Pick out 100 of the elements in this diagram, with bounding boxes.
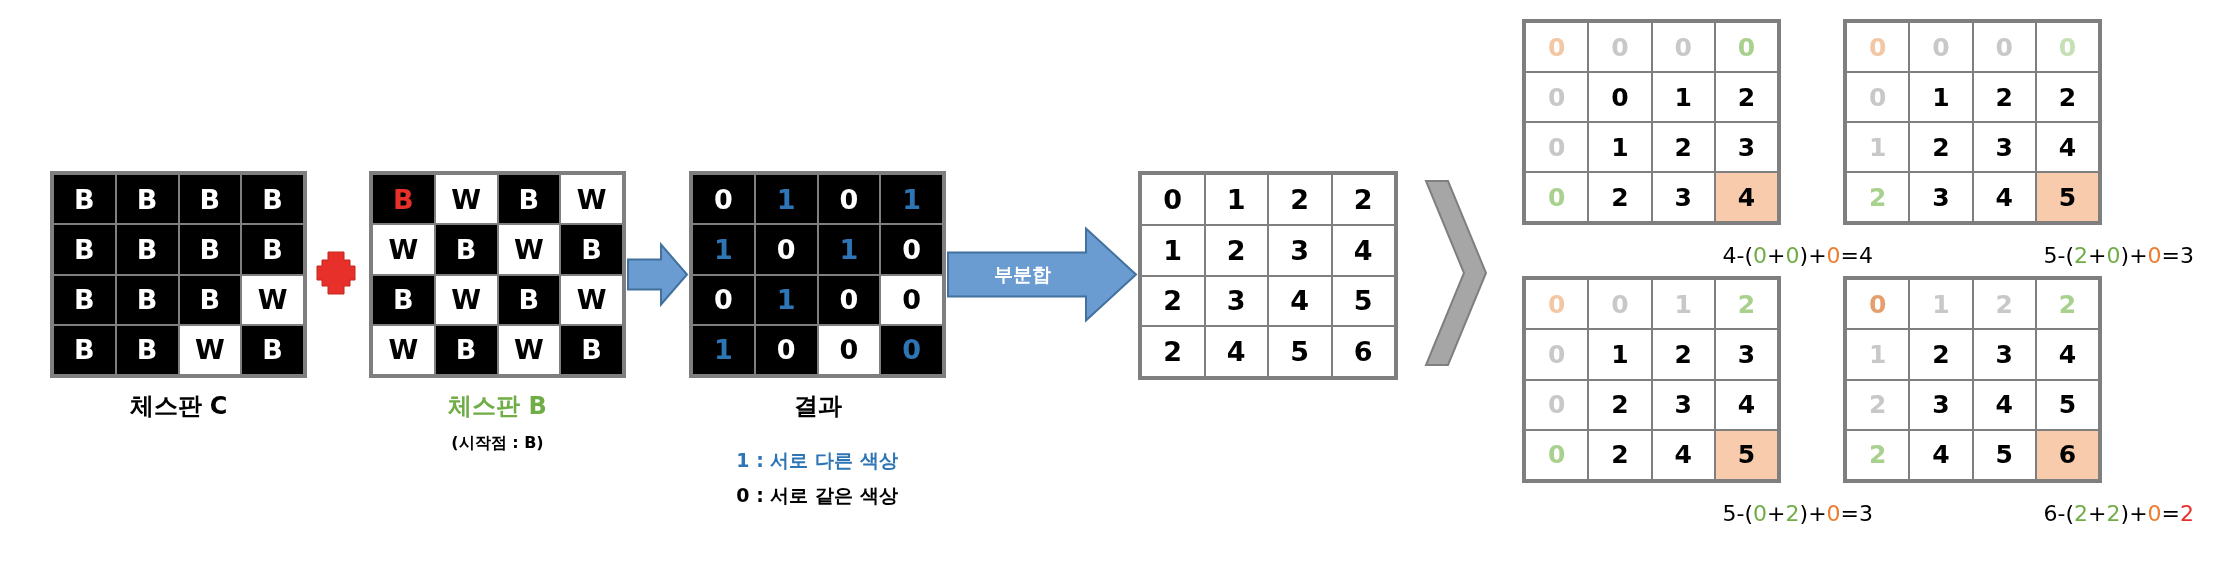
grid-cell: 2 [1142,276,1204,326]
grid-cell: 3 [1205,276,1267,326]
grid-cell: 0 [2036,23,2098,71]
grid-cell: 1 [755,175,817,224]
grid-table [369,171,626,378]
grid-cell: 2 [1847,430,1909,479]
grid-cell: B [116,175,178,224]
grid-cell: B [561,225,622,274]
grid-cell: 2 [2036,73,2098,121]
grid-cell: 6 [1332,327,1394,376]
grid-cell: 1 [881,175,942,224]
grid-cell: W [498,325,560,374]
grid-cell: 0 [1142,175,1204,224]
grid-cell: 4 [1332,225,1394,275]
block-arrow [947,226,1138,323]
grid-cell: 3 [1973,330,2035,379]
grid-cell: B [242,225,303,274]
grid-cell: 0 [1589,73,1651,121]
grid-cell: 3 [1715,330,1777,379]
grid-cell: B [242,325,303,374]
caption-text: 결과 [793,391,842,422]
grid-cell: 0 [818,275,880,324]
grid-cell: 0 [755,225,817,274]
grid-cell: W [373,325,434,374]
grid-cell: 0 [693,175,754,224]
grid-cell: 1 [1910,73,1972,121]
grid-cell: 2 [1910,123,1972,171]
grid-cell: 3 [1652,173,1714,221]
grid-cell: 1 [1589,330,1651,379]
grid-cell: 1 [1589,123,1651,171]
grid-cell: 0 [881,225,942,274]
grid-cell: 5 [1269,327,1331,376]
grid-cell: 4 [1973,173,2035,221]
grid-table [1843,19,2102,225]
grid-cell: 2 [1589,430,1651,479]
grid-cell: 4 [1205,327,1267,376]
grid-cell: 5 [1715,430,1777,479]
grid-cell: B [561,325,622,374]
formula-text: 4-(0+0)+0=4 [1722,243,1873,268]
grid-cell: 1 [818,225,880,274]
grid-cell: 3 [1910,380,1972,429]
grid-cell: 2 [2036,280,2098,329]
grid-cell: 0 [693,275,754,324]
edge-label: 부분합 [993,261,1051,287]
grid-cell: 4 [2036,330,2098,379]
legend-text: 1 : 서로 다른 색상 [736,448,898,473]
grid-cell: 4 [1973,380,2035,429]
grid-cell: B [116,325,178,374]
grid-cell: 1 [1652,73,1714,121]
grid-cell: 5 [2036,380,2098,429]
grid-cell: 4 [1715,380,1777,429]
grid-cell: B [179,275,241,324]
grid-cell: 5 [2036,173,2098,221]
grid-cell: B [498,175,560,224]
grid-cell: 6 [2036,430,2098,479]
grid-cell: 0 [881,275,942,324]
grid-table [1138,171,1398,380]
formula-text: 6-(2+2)+0=2 [2043,501,2194,526]
grid-cell: W [373,225,434,274]
grid-cell: B [54,175,115,224]
grid-cell: 3 [1269,225,1331,275]
grid-cell: 2 [1269,175,1331,224]
grid-cell: 4 [1715,173,1777,221]
grid-cell: 2 [1715,73,1777,121]
grid-cell: B [242,175,303,224]
grid-cell: 3 [1910,173,1972,221]
grid-cell: 2 [1332,175,1394,224]
grid-cell: 0 [1526,430,1588,479]
legend-text: 0 : 서로 같은 색상 [736,483,898,508]
formula-text: 5-(2+0)+0=3 [2043,243,2194,268]
grid-cell: W [179,325,241,374]
grid-cell: 3 [1715,123,1777,171]
grid-cell: 0 [1715,23,1777,71]
grid-cell: 2 [1652,123,1714,171]
grid-cell: B [435,325,497,374]
grid-cell: W [242,275,303,324]
grid-cell: B [435,225,497,274]
caption-text: 체스판 B [448,391,547,422]
grid-cell: 4 [1269,276,1331,326]
grid-cell: B [179,225,241,274]
grid-cell: 1 [1205,175,1267,224]
grid-cell: 4 [2036,123,2098,171]
grid-cell: 0 [1526,280,1588,329]
grid-cell: 0 [755,325,817,374]
sub-caption: (시작점 : B) [451,433,544,454]
block-arrow [627,241,689,308]
grid-cell: W [561,175,622,224]
grid-table [689,171,946,378]
grid-cell: 0 [1526,173,1588,221]
grid-cell: 2 [1205,225,1267,275]
grid-cell: 5 [1973,430,2035,479]
grid-cell: 2 [1652,330,1714,379]
grid-cell: 0 [818,325,880,374]
grid-cell: 0 [1847,23,1909,71]
grid-cell: B [373,175,434,224]
grid-cell: 2 [1715,280,1777,329]
grid-cell: 2 [1910,330,1972,379]
grid-cell: 2 [1589,380,1651,429]
grid-cell: 4 [1652,430,1714,479]
grid-cell: W [435,175,497,224]
